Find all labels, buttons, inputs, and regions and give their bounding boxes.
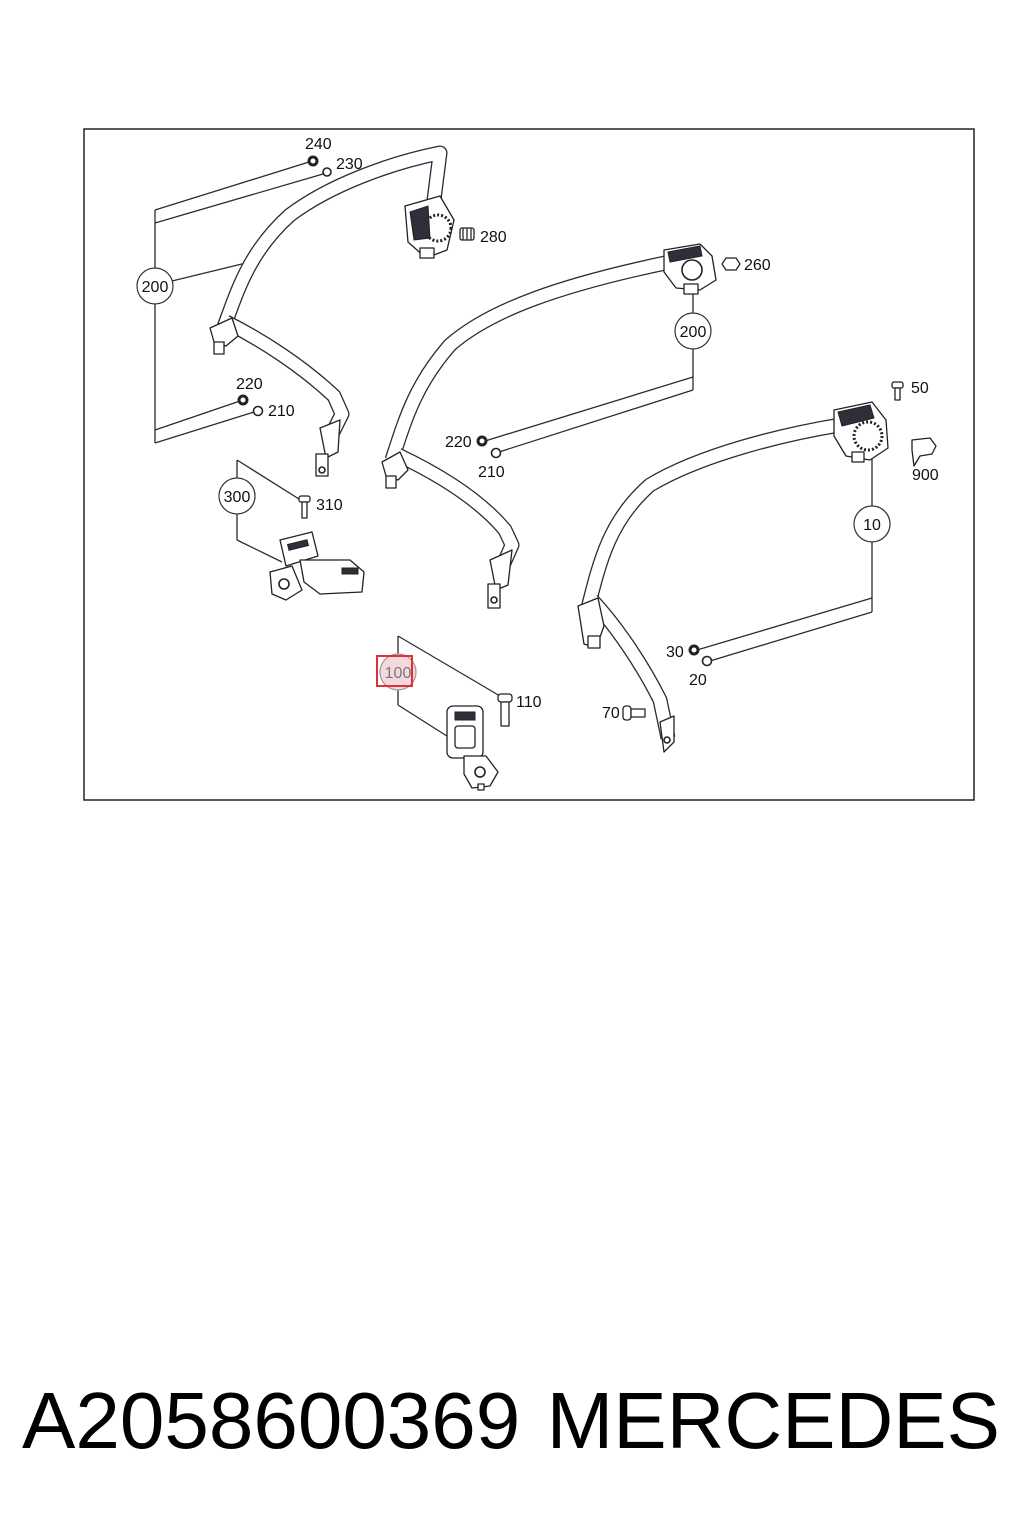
washer-220-middle <box>476 435 488 447</box>
buckle-assembly-300 <box>269 531 365 601</box>
leader-lines-100 <box>397 635 501 739</box>
belt-anchor-lower-left <box>315 419 341 477</box>
leader-lines-300 <box>236 459 300 563</box>
bolt-240 <box>307 155 319 167</box>
callout-bubble-200-middle[interactable] <box>674 312 712 350</box>
callout-260: 260 <box>744 257 771 274</box>
callout-300: 300 <box>224 489 251 506</box>
bolt-70 <box>622 705 646 721</box>
callout-240: 240 <box>305 136 332 153</box>
callout-230: 230 <box>336 156 363 173</box>
brand-name: MERCEDES <box>547 1376 1000 1465</box>
callout-bubble-200-left[interactable] <box>136 267 174 305</box>
bolt-110 <box>497 693 513 727</box>
leader-lines-200-left <box>154 161 324 444</box>
washer-30 <box>688 644 700 656</box>
callout-bubble-10[interactable] <box>853 505 891 543</box>
seat-belt-left <box>209 145 455 477</box>
callout-210-left: 210 <box>268 403 295 420</box>
callout-10: 10 <box>863 517 881 534</box>
retractor-left <box>404 195 455 259</box>
connector-900 <box>911 437 937 467</box>
callout-220-middle: 220 <box>445 434 472 451</box>
belt-anchor-upper-middle <box>381 451 409 481</box>
callout-110: 110 <box>516 694 542 711</box>
belt-anchor-upper-left <box>209 317 239 347</box>
callout-310: 310 <box>316 497 343 514</box>
diagram-frame <box>83 128 975 801</box>
callout-50: 50 <box>911 380 929 397</box>
washer-230 <box>322 167 332 177</box>
seat-belt-middle <box>381 243 717 609</box>
callout-900: 900 <box>912 467 939 484</box>
washer-220-left <box>237 394 249 406</box>
callout-210-middle: 210 <box>478 464 505 481</box>
callout-bubble-100[interactable] <box>379 653 417 691</box>
callout-200-left: 200 <box>142 279 169 296</box>
callout-220-left: 220 <box>236 376 263 393</box>
callout-200-middle: 200 <box>680 324 707 341</box>
callout-70: 70 <box>602 705 620 722</box>
nut-260 <box>721 257 741 271</box>
callout-bubble-300[interactable] <box>218 477 256 515</box>
leader-lines-10 <box>696 452 873 662</box>
part-number: A2058600369 <box>22 1376 520 1465</box>
callout-20: 20 <box>689 672 707 689</box>
buckle-assembly-100 <box>446 705 499 791</box>
bolt-310 <box>298 495 311 519</box>
callout-30: 30 <box>666 644 684 661</box>
washer-210-left <box>252 405 264 417</box>
callout-280: 280 <box>480 229 507 246</box>
retractor-right <box>833 401 889 463</box>
washer-20 <box>701 655 713 667</box>
retractor-middle <box>663 243 717 295</box>
belt-anchor-lower-right <box>659 715 675 753</box>
seat-belt-right <box>577 401 889 753</box>
bolt-280 <box>459 227 475 241</box>
highlight-box-100 <box>376 655 413 687</box>
bolt-50 <box>891 381 904 401</box>
callout-100: 100 <box>385 665 412 682</box>
washer-210-middle <box>490 447 502 459</box>
belt-anchor-lower-middle <box>487 549 513 609</box>
